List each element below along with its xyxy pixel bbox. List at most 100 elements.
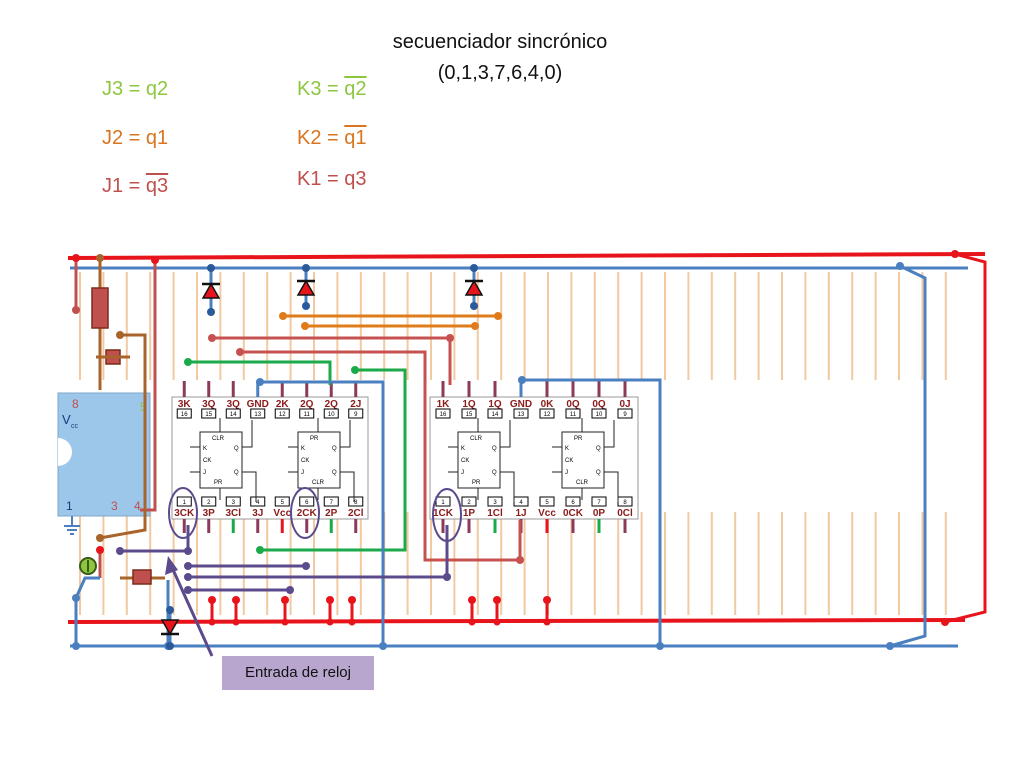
chip-right-top-pin-label: GND [510,399,532,410]
chip-left-ff-qbar: Q [332,470,337,476]
chip-right: 1K161Q151Q14GND130K120Q110Q100J911CK21P3… [429,381,639,533]
chip-right-top-pin-label: 1K [437,399,451,410]
chip-right-top-pin-label: 1Q [488,399,502,410]
diagram-title-line1: secuenciador sincrónico [392,31,608,53]
pullup-endpoint [348,618,356,626]
rail-joint [941,618,949,626]
chip-right-top-pin-label: 0J [619,399,630,410]
pullup-endpoint [232,596,240,604]
chip-right-top-pin-label: 1Q [462,399,476,410]
pullup-endpoint [326,618,334,626]
endpoint [184,547,192,555]
endpoint [516,556,524,564]
endpoint [184,358,192,366]
chip-right-bottom-pin-number: 7 [597,500,601,506]
chip-left-bottom-pin-number: 2 [207,500,211,506]
chip-right-bottom-pin-label: 1CK [433,508,454,519]
capacitor-wire [74,576,100,646]
chip-left-ff-k: K [203,446,207,452]
chip-right-bottom-pin-number: 1 [441,500,445,506]
pullup-endpoint [493,596,501,604]
diodes [160,264,484,650]
equation-j2-var: q1 [145,127,169,149]
chip-left-top-pin-box [176,408,192,419]
equation-k1-var: q3 [344,168,367,190]
chip-left-ff-j: J [203,470,206,476]
chip-left-ff-ck: CK [203,458,211,464]
endpoint [72,306,80,314]
endpoint [116,547,124,555]
chip-right-bottom-pin-box [591,496,607,507]
resistors [79,287,152,585]
chip-right-bottom-pin-number: 8 [623,500,627,506]
equation-k1-prefix: K1 = [297,168,345,190]
endpoint [301,322,309,330]
diode-endpoint [470,264,478,272]
chip-left-top-pin-box [348,408,364,419]
timer-vcc-sub: cc [71,423,79,430]
endpoint [443,573,451,581]
chip-left-top-pin-label: GND [247,399,269,410]
endpoint [96,254,104,262]
endpoint [518,376,526,384]
rail-joint [951,250,959,258]
chip-left-ff-qbar: Q [234,470,239,476]
chip-left-ff-j: J [301,470,304,476]
timer-vcc-label: V [62,412,71,427]
chip-right-bottom-pin-label: 1Cl [487,508,503,519]
clock-marker-1ck [432,488,462,542]
chip-right-top-pin-number: 12 [544,412,551,418]
chip-left-top-pin-number: 10 [328,412,335,418]
chip-left-top-pin-label: 3Q [227,399,241,410]
chip-left-top-pin-box [323,408,339,419]
timer-ic-notch [58,438,73,466]
chip-right-top-pin-label: 0Q [566,399,580,410]
endpoint [184,562,192,570]
chip-left-ff-ck: CK [301,458,309,464]
diode-endpoint [470,302,478,310]
chip-right-bottom-pin-label: 1P [463,508,476,519]
timer-ic-body [57,392,151,517]
endpoint [256,378,264,386]
chip-left-top-pin-box [250,408,266,419]
equation-k3-prefix: K3 = [297,78,345,100]
equation-j1-var: q3 [145,175,169,197]
red-wire-j1b [240,350,522,562]
chip-left-top-pin-number: 9 [354,412,358,418]
diagram-title-line2: (0,1,3,7,6,4,0) [437,62,563,84]
chip-left-bottom-pin-label: Vcc [273,508,291,519]
chip-left-top-pin-number: 14 [230,412,237,418]
equation-k2-var: q1 [344,127,367,149]
chip-left-ff-wire [242,471,257,502]
chip-right-ff-ck: CK [565,458,573,464]
endpoint [72,642,80,650]
chip-left-flipflop-block [199,431,243,489]
endpoint [471,322,479,330]
endpoint [236,348,244,356]
endpoint [351,366,359,374]
diode-body [464,279,484,296]
clock-input-label: Entrada de reloj [222,656,374,690]
chip-right-bottom-pin-box [487,496,503,507]
pullup-endpoint [232,618,240,626]
chip-left-bottom-pin-box [250,496,266,507]
chip-left-bottom-pin-number: 6 [305,500,309,506]
chip-right-top-pin-number: 16 [440,412,447,418]
blue-wire-ground-left [260,380,385,646]
chip-left-top-pin-number: 13 [254,412,261,418]
chip-left-bottom-pin-number: 8 [354,500,358,506]
endpoint [96,534,104,542]
ground-rail-link [889,264,927,648]
diode-endpoint [166,606,174,614]
diode-icon [160,606,180,650]
timer-pin-1: 1 [66,499,73,513]
clock-wire-1 [120,525,190,553]
chip-left-ff-q: Q [332,446,337,452]
chip-right-top-pin-box [461,408,477,419]
chip-left-bottom-pin-box [348,496,364,507]
chip-right-flipflop-block [457,431,501,489]
chip-left-bottom-pin-number: 7 [330,500,334,506]
chip-left-bottom-pin-number: 1 [183,500,187,506]
diode-body [296,279,316,296]
